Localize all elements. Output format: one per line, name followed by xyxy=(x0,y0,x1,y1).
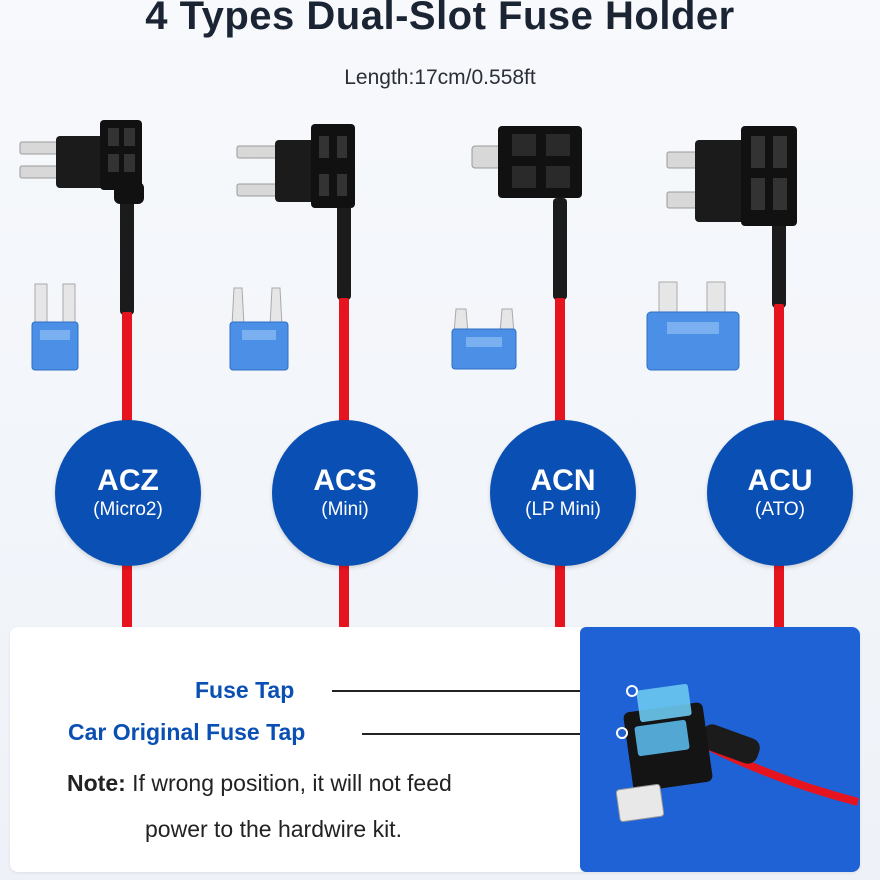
fuse-tap-label: Fuse Tap xyxy=(195,677,295,703)
car-original-fuse-tap-label: Car Original Fuse Tap xyxy=(68,719,306,745)
fuse-holder-acu xyxy=(666,126,797,226)
type-code: ACZ xyxy=(97,464,159,497)
mini-fuse xyxy=(229,287,289,371)
black-cable xyxy=(772,218,786,308)
lp-mini-fuse xyxy=(451,308,517,370)
car-original-leader-line xyxy=(362,733,622,735)
note-text-1: If wrong position, it will not feed xyxy=(132,770,452,796)
length-subtitle: Length:17cm/0.558ft xyxy=(344,66,536,89)
type-name: (LP Mini) xyxy=(525,499,601,520)
note-line-2: power to the hardwire kit. xyxy=(145,816,402,842)
page-title: 4 Types Dual-Slot Fuse Holder xyxy=(145,0,735,38)
ato-fuse xyxy=(646,281,740,371)
type-badge-acu: ACU (ATO) xyxy=(707,420,853,566)
type-badge-acs: ACS (Mini) xyxy=(272,420,418,566)
type-code: ACU xyxy=(747,464,813,497)
black-cable xyxy=(337,200,351,300)
type-name: (Mini) xyxy=(321,499,369,520)
type-badge-acz: ACZ (Micro2) xyxy=(55,420,201,566)
type-code: ACS xyxy=(313,464,377,497)
fuse-holder-acs xyxy=(236,124,355,208)
note-line-1: Note: If wrong position, it will not fee… xyxy=(67,770,452,797)
fuse-tap-photo xyxy=(580,627,860,872)
fuse-holder-acz xyxy=(19,120,144,204)
fuse-holder-acn xyxy=(471,126,582,198)
black-cable xyxy=(553,198,567,300)
type-name: (Micro2) xyxy=(93,499,163,520)
type-badge-acn: ACN (LP Mini) xyxy=(490,420,636,566)
micro2-fuse xyxy=(31,283,79,371)
installation-note-panel: Fuse Tap Car Original Fuse Tap Note: If … xyxy=(10,627,860,872)
type-name: (ATO) xyxy=(755,499,805,520)
black-cable xyxy=(120,185,134,315)
fuse-tap-illustration xyxy=(615,683,860,823)
type-code: ACN xyxy=(530,464,596,497)
fuse-tap-leader-line xyxy=(332,690,632,692)
note-label: Note: xyxy=(67,770,126,796)
